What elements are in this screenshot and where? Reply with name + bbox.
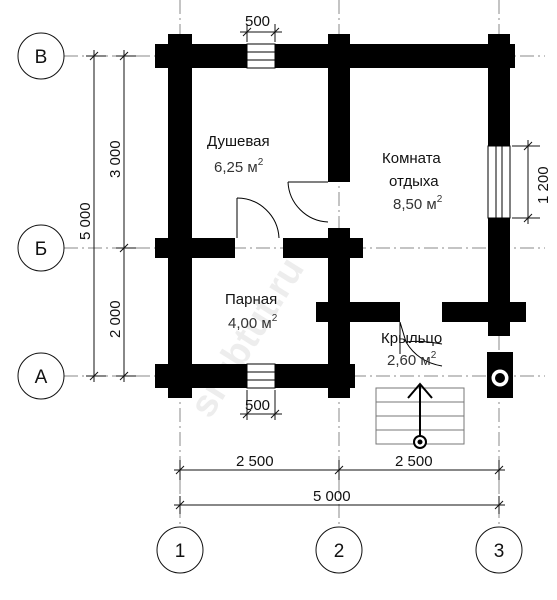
wall-partition-left: [155, 238, 235, 258]
door-porch: [399, 321, 443, 367]
dim-window-top: 500: [245, 13, 270, 30]
axis-marker-3: 3: [475, 526, 523, 574]
door-shower: [287, 181, 329, 223]
wall-left: [168, 34, 192, 398]
arrow-head-icon: [407, 382, 433, 399]
axis-label-v: В: [35, 47, 48, 68]
room-labels: Душевая 6,25 м2 Комната отдыха 8,50 м2 П…: [207, 133, 443, 369]
window-top: [246, 43, 276, 69]
room-shower-area: 6,25 м2: [214, 157, 264, 176]
window-right: [487, 145, 511, 219]
room-rest-area: 8,50 м2: [393, 194, 443, 213]
axis-label-2: 2: [334, 541, 345, 562]
axis-label-b: Б: [35, 239, 47, 260]
axis-label-a: А: [35, 367, 48, 388]
dim-left-upper: 3 000: [107, 140, 124, 178]
porch-column: [490, 368, 510, 388]
axis-marker-b: Б: [17, 224, 65, 272]
wall-right-upper: [488, 34, 510, 146]
dim-left-total: 5 000: [77, 202, 94, 240]
dim-window-right: 1 200: [535, 166, 552, 204]
dim-window-bottom: 500: [245, 397, 270, 414]
axis-label-1: 1: [175, 541, 186, 562]
axis-markers: В Б А 1 2 3: [17, 32, 523, 574]
axis-marker-a: А: [17, 352, 65, 400]
dimension-lines: [86, 24, 540, 514]
axis-label-3: 3: [494, 541, 505, 562]
room-steam-area: 4,00 м2: [228, 313, 278, 332]
room-rest-name-2: отдыха: [389, 173, 439, 190]
wall-middle-upper: [328, 34, 350, 182]
dim-bottom-right: 2 500: [395, 453, 433, 470]
room-shower-name: Душевая: [207, 133, 270, 150]
axis-lines: [64, 0, 545, 526]
axis-marker-v: В: [17, 32, 65, 80]
walls: [155, 34, 526, 398]
doors: [236, 181, 443, 367]
dimension-labels: 500 500 1 200 3 000 2 000 5 000 2 500 2 …: [77, 13, 552, 505]
door-steam-room: [236, 197, 280, 239]
wall-right-lower: [488, 218, 510, 336]
room-porch-name: Крыльцо: [381, 330, 442, 347]
dim-bottom-total: 5 000: [313, 488, 351, 505]
dim-bottom-left: 2 500: [236, 453, 274, 470]
wall-porch-left: [316, 302, 400, 322]
room-steam-name: Парная: [225, 291, 277, 308]
stairs: [375, 382, 465, 449]
wall-top-right: [275, 44, 515, 68]
wall-partition-right: [283, 238, 363, 258]
wall-porch-right: [442, 302, 526, 322]
windows: [246, 43, 511, 389]
room-rest-name-1: Комната: [382, 150, 441, 167]
window-bottom: [246, 363, 276, 389]
axis-marker-2: 2: [315, 526, 363, 574]
room-porch-area: 2,60 м2: [387, 350, 437, 369]
dim-left-lower: 2 000: [107, 300, 124, 338]
axis-marker-1: 1: [156, 526, 204, 574]
